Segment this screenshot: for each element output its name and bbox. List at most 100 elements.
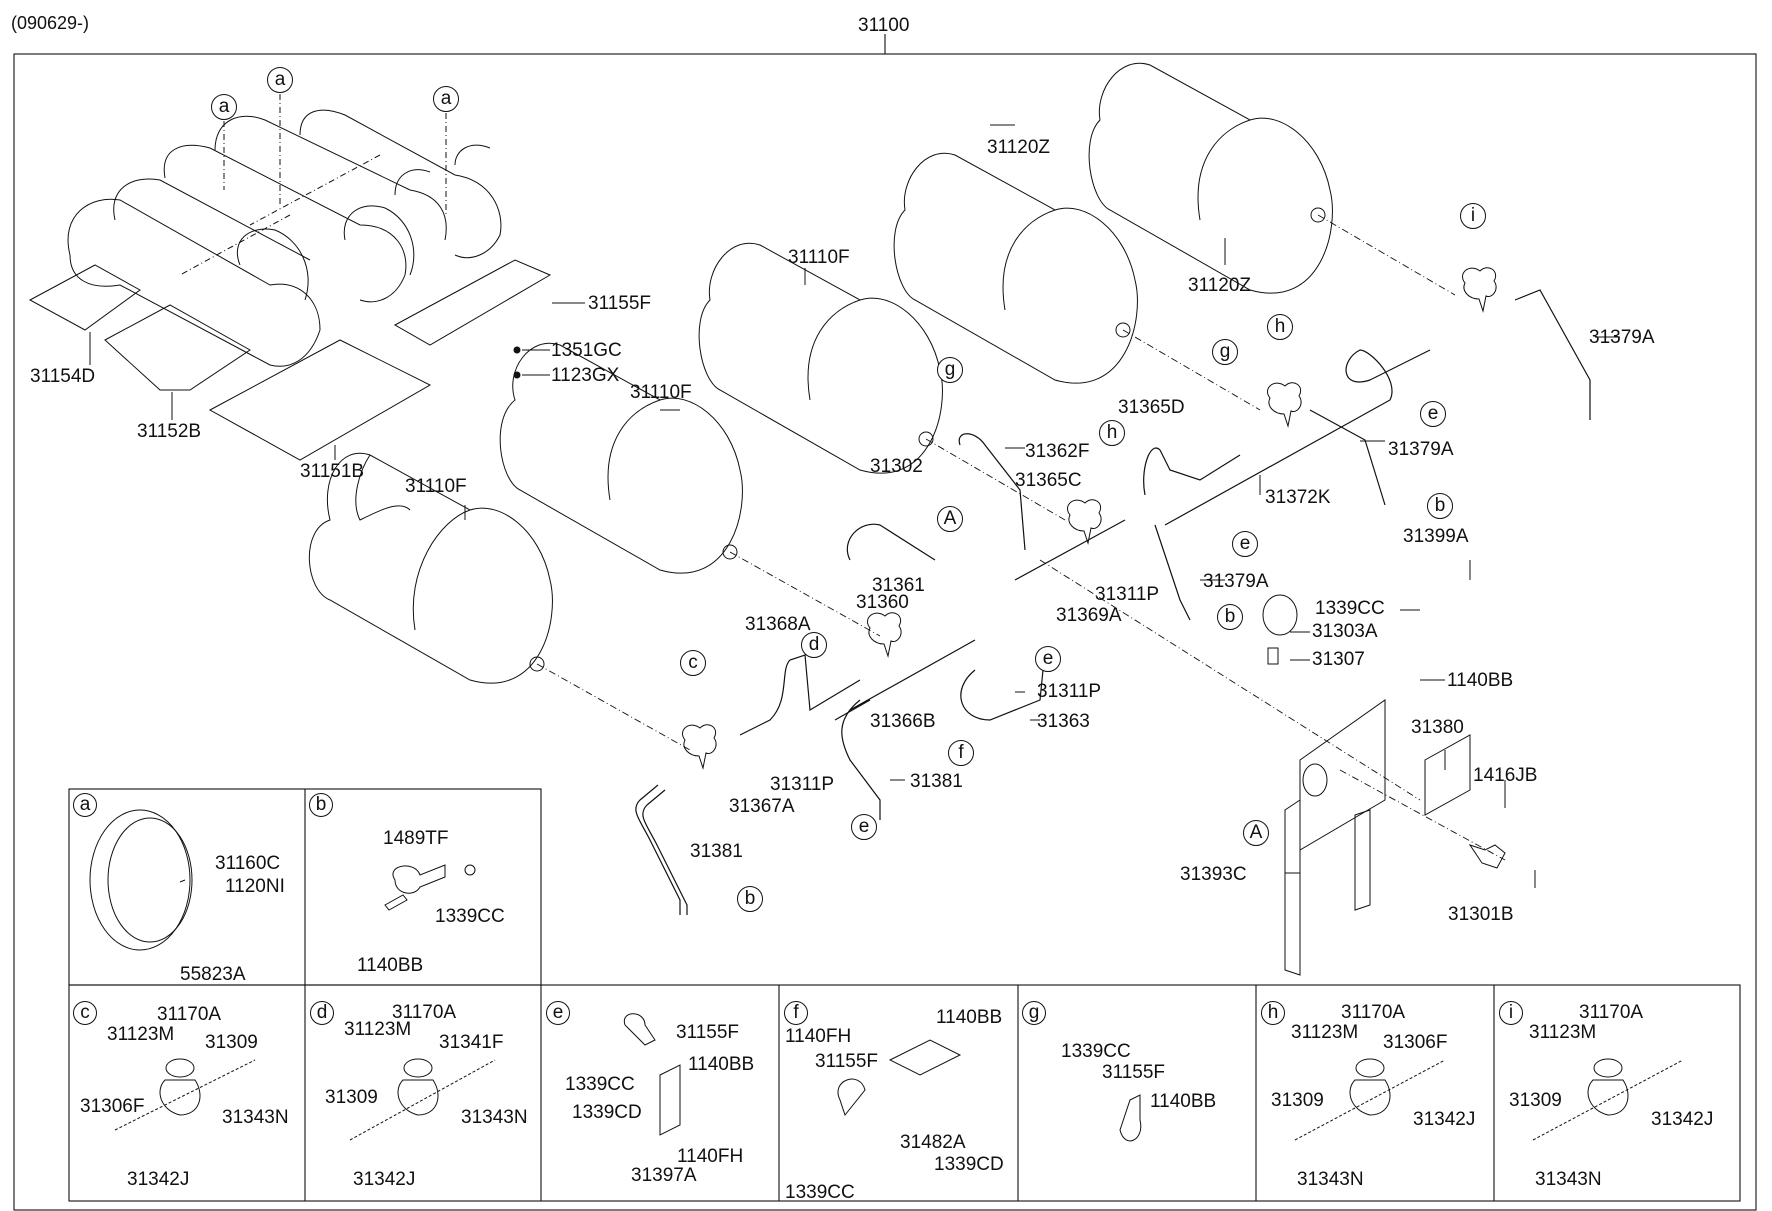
part-label-31311P[interactable]: 31311P: [770, 774, 835, 795]
part-label-31155F[interactable]: 31155F: [815, 1051, 879, 1072]
part-label-31343N[interactable]: 31343N: [1297, 1169, 1364, 1190]
part-label-31482A[interactable]: 31482A: [900, 1132, 966, 1153]
callout-e[interactable]: e: [1420, 401, 1446, 427]
part-label-31110F[interactable]: 31110F: [405, 476, 467, 497]
part-label-31365D[interactable]: 31365D: [1118, 397, 1185, 418]
part-label-1339CC[interactable]: 1339CC: [785, 1182, 855, 1203]
callout-f[interactable]: f: [948, 740, 974, 766]
part-label-31170A[interactable]: 31170A: [1341, 1002, 1406, 1023]
part-label-31363[interactable]: 31363: [1037, 711, 1090, 732]
part-label-1140BB[interactable]: 1140BB: [1447, 670, 1514, 691]
part-label-31366B[interactable]: 31366B: [870, 711, 936, 732]
callout-d[interactable]: d: [801, 632, 827, 658]
part-label-31399A[interactable]: 31399A: [1403, 526, 1469, 547]
part-label-31155F[interactable]: 31155F: [588, 293, 652, 314]
callout-a[interactable]: a: [211, 94, 237, 120]
part-label-31381[interactable]: 31381: [690, 841, 743, 862]
part-label-31368A[interactable]: 31368A: [745, 614, 811, 635]
callout-a[interactable]: a: [433, 86, 459, 112]
part-label-31309[interactable]: 31309: [1271, 1090, 1324, 1111]
callout-g[interactable]: g: [937, 357, 963, 383]
part-label-31170A[interactable]: 31170A: [157, 1004, 222, 1025]
part-label-31170A[interactable]: 31170A: [392, 1002, 457, 1023]
part-label-31309[interactable]: 31309: [325, 1087, 378, 1108]
part-label-31110F[interactable]: 31110F: [630, 382, 692, 403]
part-label-31151B[interactable]: 31151B: [300, 461, 365, 482]
part-label-31379A[interactable]: 31379A: [1589, 327, 1655, 348]
callout-b[interactable]: b: [1427, 493, 1453, 519]
part-label-31367A[interactable]: 31367A: [729, 796, 795, 817]
part-label-31307[interactable]: 31307: [1312, 649, 1365, 670]
part-label-31155F[interactable]: 31155F: [676, 1022, 740, 1043]
part-label-55823A[interactable]: 55823A: [180, 964, 246, 985]
part-label-31393C[interactable]: 31393C: [1180, 864, 1247, 885]
callout-e[interactable]: e: [1035, 646, 1061, 672]
callout-b[interactable]: b: [737, 886, 763, 912]
part-label-1339CD[interactable]: 1339CD: [934, 1154, 1004, 1175]
part-label-1140FH[interactable]: 1140FH: [785, 1026, 852, 1047]
part-label-31123M[interactable]: 31123M: [1529, 1022, 1597, 1043]
part-label-31154D[interactable]: 31154D: [30, 366, 96, 387]
part-label-31301B[interactable]: 31301B: [1448, 904, 1514, 925]
part-label-1339CC[interactable]: 1339CC: [565, 1074, 635, 1095]
part-label-31360[interactable]: 31360: [856, 592, 909, 613]
part-label-1140BB[interactable]: 1140BB: [688, 1054, 755, 1075]
part-label-1339CC[interactable]: 1339CC: [1061, 1041, 1131, 1062]
part-label-1120NI[interactable]: 1120NI: [225, 876, 285, 897]
part-label-1339CC[interactable]: 1339CC: [1315, 598, 1385, 619]
part-label-31372K[interactable]: 31372K: [1265, 487, 1331, 508]
callout-a[interactable]: a: [267, 67, 293, 93]
part-label-31342J[interactable]: 31342J: [1413, 1109, 1476, 1130]
part-label-1416JB[interactable]: 1416JB: [1473, 765, 1538, 786]
part-label-31302[interactable]: 31302: [870, 456, 923, 477]
part-label-31303A[interactable]: 31303A: [1312, 621, 1378, 642]
part-label-31365C[interactable]: 31365C: [1015, 470, 1082, 491]
callout-h[interactable]: h: [1267, 314, 1293, 340]
part-label-31309[interactable]: 31309: [205, 1032, 258, 1053]
part-label-31123M[interactable]: 31123M: [1291, 1022, 1359, 1043]
part-label-1351GC[interactable]: 1351GC: [551, 340, 622, 361]
callout-A[interactable]: A: [937, 506, 963, 532]
part-label-31342J[interactable]: 31342J: [353, 1169, 416, 1190]
part-label-31380[interactable]: 31380: [1411, 717, 1464, 738]
part-label-1140BB[interactable]: 1140BB: [936, 1007, 1003, 1028]
part-label-31381[interactable]: 31381: [910, 771, 963, 792]
part-label-31110F[interactable]: 31110F: [788, 247, 850, 268]
part-label-31309[interactable]: 31309: [1509, 1090, 1562, 1111]
part-label-31160C[interactable]: 31160C: [215, 853, 281, 874]
part-label-31311P[interactable]: 31311P: [1095, 584, 1160, 605]
callout-e[interactable]: e: [1232, 531, 1258, 557]
callout-i[interactable]: i: [1460, 203, 1486, 229]
part-label-1123GX[interactable]: 1123GX: [551, 365, 620, 386]
part-label-31120Z[interactable]: 31120Z: [1188, 275, 1252, 296]
callout-e[interactable]: e: [851, 814, 877, 840]
part-label-31369A[interactable]: 31369A: [1056, 605, 1122, 626]
part-label-1140BB[interactable]: 1140BB: [1150, 1091, 1217, 1112]
part-label-31120Z[interactable]: 31120Z: [987, 137, 1051, 158]
part-label-1339CD[interactable]: 1339CD: [572, 1102, 642, 1123]
part-label-1140BB[interactable]: 1140BB: [357, 955, 424, 976]
part-label-31362F[interactable]: 31362F: [1025, 441, 1090, 462]
callout-h[interactable]: h: [1099, 420, 1125, 446]
part-label-31342J[interactable]: 31342J: [127, 1169, 190, 1190]
callout-c[interactable]: c: [680, 650, 706, 676]
part-label-31343N[interactable]: 31343N: [461, 1107, 528, 1128]
part-label-31342J[interactable]: 31342J: [1651, 1109, 1714, 1130]
callout-b[interactable]: b: [1217, 604, 1243, 630]
part-label-31306F[interactable]: 31306F: [1383, 1032, 1448, 1053]
part-label-31123M[interactable]: 31123M: [344, 1019, 412, 1040]
part-label-31343N[interactable]: 31343N: [222, 1107, 289, 1128]
part-label-31155F[interactable]: 31155F: [1102, 1062, 1166, 1083]
part-label-31361[interactable]: 31361: [872, 575, 925, 596]
part-label-31379A[interactable]: 31379A: [1203, 571, 1269, 592]
part-label-31170A[interactable]: 31170A: [1579, 1002, 1644, 1023]
callout-A[interactable]: A: [1243, 820, 1269, 846]
part-label-31397A[interactable]: 31397A: [631, 1165, 697, 1186]
part-label-31123M[interactable]: 31123M: [107, 1024, 175, 1045]
callout-g[interactable]: g: [1212, 339, 1238, 365]
part-label-31152B[interactable]: 31152B: [137, 421, 202, 442]
part-label-1140FH[interactable]: 1140FH: [677, 1146, 744, 1167]
part-label-31306F[interactable]: 31306F: [80, 1096, 145, 1117]
part-label-31311P[interactable]: 31311P: [1037, 681, 1102, 702]
part-label-1339CC[interactable]: 1339CC: [435, 906, 505, 927]
